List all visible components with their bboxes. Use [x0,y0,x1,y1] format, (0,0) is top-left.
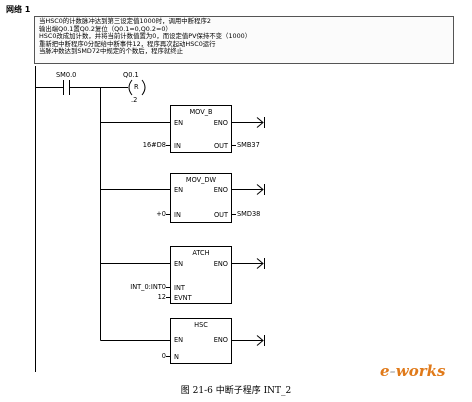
out-pin: OUT [213,211,228,219]
comment-line: 重新把中断程序0分配给中断事件12，程序再次起动HSC0运行 [39,39,216,48]
block-title: ATCH [192,249,210,257]
block-title: MOV_DW [185,176,217,184]
figure-caption: 图 21-6 中断子程序 INT_2 [180,386,292,396]
evnt-pin: EVNT [174,294,192,302]
contact-sm0-label: SM0.0 [56,71,77,79]
en-pin: EN [174,260,184,268]
coil-count: .2 [131,96,138,104]
en-pin: EN [174,119,184,127]
atch-evnt-operand[interactable]: 12 [157,293,166,301]
mov-dw-in-operand[interactable]: +0 [156,210,166,218]
mov-dw-out-operand[interactable]: SMD38 [237,210,261,218]
mov-b-out-operand[interactable]: SMB37 [237,141,260,149]
int-pin: INT [174,284,185,292]
eno-pin: ENO [213,260,228,268]
reset-coil[interactable]: R [134,83,139,91]
normally-open-contact[interactable] [62,79,71,96]
en-pin: EN [174,336,184,344]
in-pin: IN [174,142,181,150]
logo-text: works [395,362,446,380]
hsc-block[interactable]: HSC EN ENO N [170,318,232,364]
comment-line: HSC0改成加计数，并将当前计数值置为0，而设定值PV保持不变（1000） [39,32,252,41]
comment-line: 输出端Q0.1置Q0.2复位（Q0.1=0,Q0.2=0） [39,24,172,33]
n-pin: N [174,353,179,361]
comment-line: 当脉冲数达到SMD72中规定的个数后，程序就终止 [39,47,184,56]
eworks-logo: e-works [380,362,445,380]
mov-b-in-operand[interactable]: 16#D8 [142,141,166,149]
hsc-n-operand[interactable]: 0 [161,352,166,360]
logo-dash: - [389,362,396,380]
eno-pin: ENO [213,186,228,194]
block-title: HSC [194,321,208,329]
mov-b-block[interactable]: MOV_B EN ENO IN OUT [170,105,232,153]
network-comment[interactable]: 当HSC0的计数脉冲达到第三设定值1000时，调用中断程序2 输出端Q0.1置Q… [34,16,454,64]
logo-prefix: e [380,362,390,380]
en-pin: EN [174,186,184,194]
in-pin: IN [174,211,181,219]
eno-pin: ENO [213,119,228,127]
block-title: MOV_B [189,108,213,116]
network-title: 网络 1 [6,5,31,14]
mov-dw-block[interactable]: MOV_DW EN ENO IN OUT [170,173,232,223]
atch-block[interactable]: ATCH EN ENO INT EVNT [170,246,232,304]
comment-line: 当HSC0的计数脉冲达到第三设定值1000时，调用中断程序2 [39,17,211,25]
eno-pin: ENO [213,336,228,344]
atch-int-operand[interactable]: INT_0:INT0 [130,283,166,291]
out-pin: OUT [213,142,228,150]
coil-address: Q0.1 [123,71,139,79]
